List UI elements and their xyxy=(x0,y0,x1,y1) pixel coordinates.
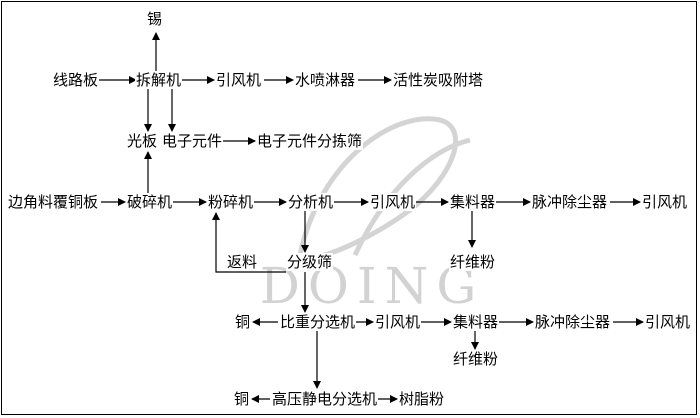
arrow-return-loop xyxy=(212,212,286,273)
node-analyzer: 分析机 xyxy=(287,193,335,211)
node-fan-1: 引风机 xyxy=(215,71,263,89)
node-collector-1: 集料器 xyxy=(449,193,497,211)
node-dismantler: 拆解机 xyxy=(135,71,183,89)
node-electrostatic-separator: 高压静电分选机 xyxy=(271,390,379,408)
node-gravity-separator: 比重分选机 xyxy=(279,313,357,331)
node-classifying-screen: 分级筛 xyxy=(286,253,334,271)
node-pulverizer: 粉碎机 xyxy=(207,193,255,211)
node-collector-2: 集料器 xyxy=(452,313,500,331)
node-resin-powder: 树脂粉 xyxy=(398,390,446,408)
node-crusher: 破碎机 xyxy=(126,193,174,211)
node-pulse-dust-collector-2: 脉冲除尘器 xyxy=(534,313,612,331)
node-fan-5: 引风机 xyxy=(644,313,692,331)
node-copper-1: 铜 xyxy=(234,313,252,331)
node-return-material: 返料 xyxy=(226,253,259,271)
node-fiber-powder-1: 纤维粉 xyxy=(449,253,497,271)
node-tin: 锡 xyxy=(146,10,164,28)
node-fan-4: 引风机 xyxy=(374,313,422,331)
node-water-spray-tower: 水喷淋器 xyxy=(294,71,357,89)
node-activated-carbon-tower: 活性炭吸附塔 xyxy=(392,71,485,89)
node-fiber-powder-2: 纤维粉 xyxy=(452,350,500,368)
node-circuit-board: 线路板 xyxy=(52,71,100,89)
node-copper-2: 铜 xyxy=(233,390,251,408)
node-electronic-components: 电子元件 xyxy=(161,132,224,150)
node-fan-3: 引风机 xyxy=(641,193,689,211)
node-bare-board: 光板 xyxy=(126,132,159,150)
node-pulse-dust-collector-1: 脉冲除尘器 xyxy=(531,193,609,211)
watermark-logo-mark xyxy=(297,116,471,261)
node-fan-2: 引风机 xyxy=(369,193,417,211)
node-component-sorting-screen: 电子元件分拣筛 xyxy=(256,132,364,150)
node-ccl-scraps: 边角料覆铜板 xyxy=(7,193,100,211)
